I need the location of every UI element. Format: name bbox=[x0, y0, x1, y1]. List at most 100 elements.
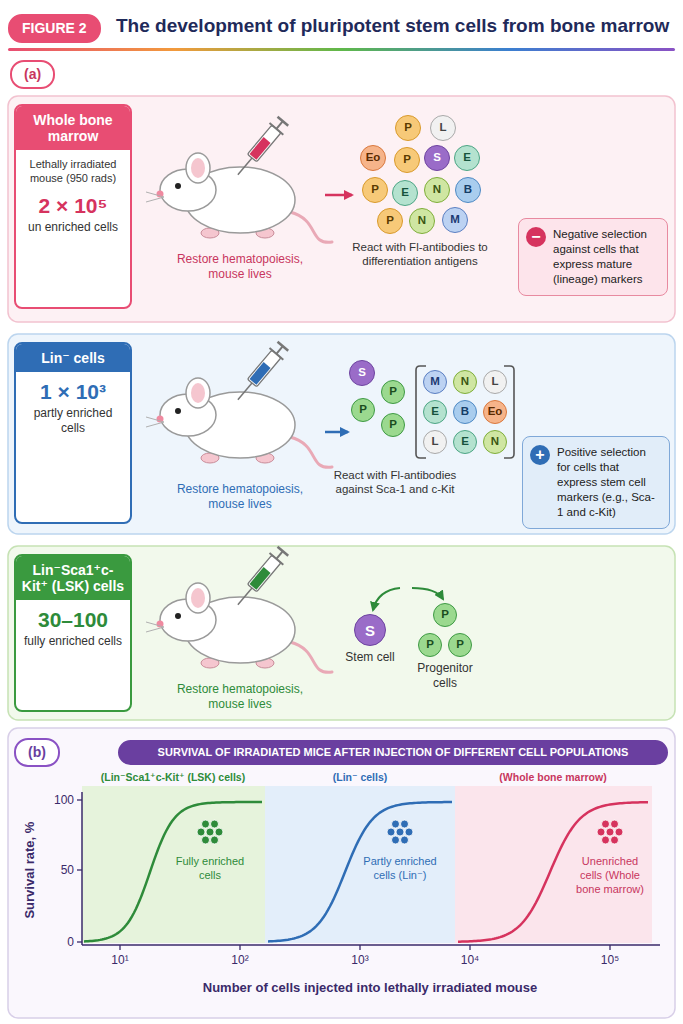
cell-circle: Eo bbox=[360, 145, 386, 171]
cell-circle: N bbox=[453, 370, 477, 394]
population-note: Unenriched cells (Whole bone marrow) bbox=[570, 855, 650, 896]
survival-chart bbox=[77, 941, 82, 942]
mouse-illustration bbox=[186, 378, 210, 408]
cell-circle: S bbox=[349, 360, 375, 386]
cell-circle: Eo bbox=[483, 400, 507, 424]
mouse-illustration bbox=[146, 340, 332, 467]
cell-circle: E bbox=[392, 180, 418, 206]
population-box: Lin⁻ cells1 × 10³partly enriched cells bbox=[14, 342, 132, 524]
cell-cluster-icon bbox=[597, 828, 605, 836]
cell-cluster-icon bbox=[392, 820, 400, 828]
callout-text: Positive selection for cells that expres… bbox=[557, 445, 661, 520]
pill-text: FIGURE 2 bbox=[22, 20, 87, 37]
cell-cluster-icon bbox=[197, 828, 205, 836]
cell-letter: P bbox=[386, 215, 394, 227]
box-note: un enriched cells bbox=[16, 218, 130, 235]
syringe bbox=[270, 123, 284, 135]
cell-letter: Eo bbox=[488, 406, 503, 418]
cell-circle: L bbox=[483, 370, 507, 394]
mouse-illustration bbox=[186, 583, 210, 613]
survival-curve bbox=[268, 802, 452, 941]
axis-tick: 0 bbox=[42, 935, 74, 950]
syringe bbox=[247, 555, 281, 592]
population-note: Fully enriched cells bbox=[170, 855, 250, 883]
cell-cluster-icon bbox=[211, 836, 219, 844]
mouse-illustration bbox=[146, 545, 332, 672]
flow-arrow bbox=[325, 431, 348, 434]
outcome-note: Restore hematopoiesis, mouse lives bbox=[165, 682, 315, 712]
outcome-note: Restore hematopoiesis, mouse lives bbox=[165, 252, 315, 282]
panel-grounds bbox=[8, 546, 675, 720]
mouse-illustration bbox=[175, 613, 181, 619]
axis-tick: 10⁴ bbox=[453, 953, 487, 968]
cell-cluster-icon bbox=[602, 820, 610, 828]
column-header: (Lin⁻Sca1⁺c-Kit⁺ (LSK) cells) bbox=[83, 771, 263, 784]
syringe bbox=[270, 553, 284, 565]
syringe bbox=[247, 125, 281, 162]
axis-tick: 50 bbox=[42, 863, 74, 878]
syringe bbox=[238, 383, 252, 400]
population-note: Partly enriched cells (Lin⁻) bbox=[355, 855, 445, 883]
cell-circle: L bbox=[423, 430, 447, 454]
cell-circle: N bbox=[409, 208, 435, 234]
syringe bbox=[250, 137, 271, 160]
cell-cluster-icon bbox=[392, 836, 400, 844]
cell-letter: L bbox=[439, 122, 446, 134]
pill-text: SURVIVAL OF IRRADIATED MICE AFTER INJECT… bbox=[132, 746, 654, 759]
axis-tick: 100 bbox=[42, 793, 74, 808]
syringe bbox=[247, 350, 281, 387]
panel-grounds bbox=[8, 96, 675, 322]
axis-title: Number of cells injected into lethally i… bbox=[110, 980, 630, 996]
cell-letter: P bbox=[404, 122, 412, 134]
cell-circle: B bbox=[453, 400, 477, 424]
cell-cluster-icon bbox=[211, 820, 219, 828]
syringe bbox=[238, 158, 252, 175]
cell-letter: E bbox=[463, 152, 471, 164]
survival-chart bbox=[77, 869, 82, 870]
cell-circle: E bbox=[454, 145, 480, 171]
cell-letter: E bbox=[461, 436, 469, 448]
box-note: Lethally irradiated mouse (950 rads) bbox=[16, 150, 130, 186]
step-note: React with Fl-antibodies against Sca-1 a… bbox=[325, 468, 465, 497]
mouse-illustration bbox=[175, 408, 181, 414]
cell-circle: N bbox=[483, 430, 507, 454]
step-note: React with Fl-antibodies to differentiat… bbox=[350, 240, 490, 269]
cell-type-label: Progenitor cells bbox=[405, 661, 485, 691]
cell-count: 2 × 10⁵ bbox=[16, 186, 130, 218]
cell-letter: P bbox=[441, 609, 449, 621]
syringe bbox=[277, 342, 288, 351]
axis-tick: 10⁵ bbox=[593, 953, 627, 968]
cell-letter: P bbox=[389, 386, 397, 398]
sign-icon: + bbox=[530, 445, 550, 465]
survival-chart bbox=[455, 786, 652, 943]
cell-cluster-icon bbox=[206, 828, 214, 836]
syringe bbox=[276, 121, 282, 129]
cell-circle: L bbox=[430, 115, 456, 141]
cell-circle: P bbox=[433, 603, 457, 627]
syringe bbox=[270, 348, 284, 360]
cell-letter: N bbox=[491, 436, 499, 448]
mouse-illustration bbox=[186, 153, 210, 183]
cell-cluster-icon bbox=[401, 836, 409, 844]
mouse-illustration bbox=[290, 642, 332, 672]
cell-circle: P bbox=[377, 208, 403, 234]
cell-letter: L bbox=[431, 436, 438, 448]
axis-tick: 10² bbox=[223, 953, 257, 968]
survival-chart bbox=[359, 945, 360, 950]
mouse-illustration bbox=[191, 158, 205, 178]
cell-letter: B bbox=[461, 406, 469, 418]
mouse-illustration bbox=[146, 622, 164, 627]
syringe bbox=[276, 551, 282, 559]
cell-cluster-icon bbox=[197, 820, 223, 844]
mouse-illustration bbox=[146, 422, 164, 427]
cell-letter: N bbox=[418, 215, 426, 227]
cell-letter: L bbox=[491, 376, 498, 388]
cell-letter: M bbox=[430, 376, 440, 388]
cell-cluster-icon bbox=[202, 836, 210, 844]
cell-letter: P bbox=[389, 419, 397, 431]
label-pill: (b) bbox=[14, 738, 60, 767]
flow-arrow bbox=[373, 588, 400, 610]
syringe bbox=[250, 567, 271, 590]
rainbow-rule bbox=[8, 48, 675, 51]
cell-cluster-icon bbox=[387, 828, 395, 836]
